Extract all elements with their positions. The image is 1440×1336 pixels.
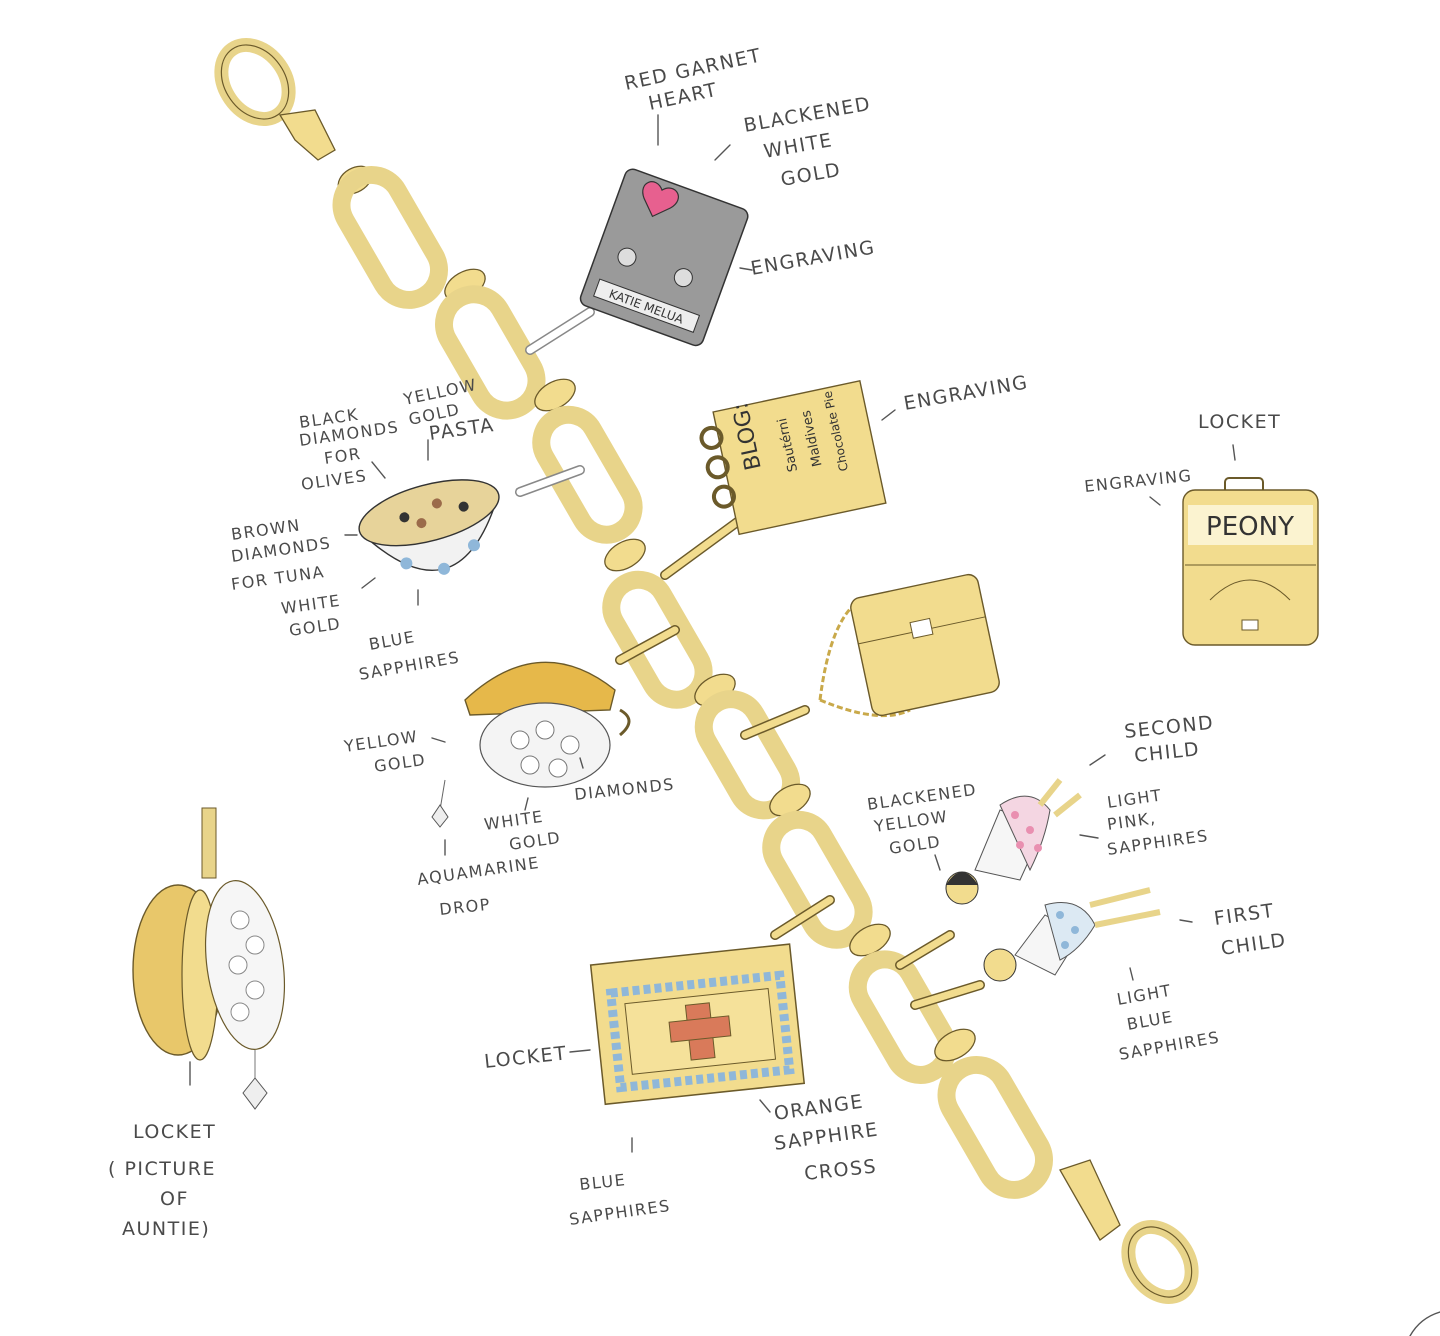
cross-locket	[589, 895, 835, 1106]
quilted-bag-charm	[740, 573, 1000, 740]
top-clasp	[214, 37, 336, 161]
pasta-bowl-charm	[358, 465, 585, 575]
second-child-charm	[895, 778, 1082, 970]
auntie-locket	[132, 807, 286, 1110]
label-light-blue-1: LIGHT	[1115, 981, 1173, 1009]
label-blue-sapphires-bowl-1: BLUE	[367, 627, 417, 654]
label-blackened-yellow-gold-1: BLACKENED	[866, 780, 978, 814]
label-white-gold-bag-1: WHITE	[483, 807, 545, 834]
label-locket-cross: LOCKET	[483, 1042, 568, 1073]
peony-engraving: PEONY	[1206, 512, 1294, 542]
peony-locket: PEONY	[1182, 477, 1319, 646]
label-blackened-white-gold-3: GOLD	[779, 159, 843, 191]
label-aquamarine-drop-2: DROP	[438, 895, 491, 919]
label-engraving-peony: ENGRAVING	[1083, 466, 1193, 496]
label-locket-auntie-4: AUNTIE)	[122, 1218, 210, 1240]
chain-links	[332, 165, 1053, 1199]
label-first-child-2: CHILD	[1220, 929, 1288, 960]
label-locket-peony: LOCKET	[1198, 411, 1281, 433]
bracelet-chain	[214, 37, 1199, 1305]
label-diamonds: DIAMONDS	[573, 775, 675, 804]
label-white-gold-bowl-2: GOLD	[288, 614, 342, 640]
label-orange-sapphire-1: ORANGE	[773, 1091, 866, 1125]
aquamarine-drop-icon	[431, 804, 449, 828]
label-black-diamonds-3: FOR	[323, 444, 363, 468]
label-locket-auntie-2: ( PICTURE	[108, 1158, 216, 1180]
label-blue-sapphires-cross-2: SAPPHIRES	[568, 1196, 672, 1229]
label-light-blue-2: BLUE	[1125, 1007, 1175, 1034]
label-light-pink-2: PINK,	[1106, 808, 1158, 834]
label-locket-auntie-3: OF	[160, 1188, 189, 1210]
label-blackened-white-gold-1: BLACKENED	[742, 93, 873, 137]
clutch-bag-charm	[431, 625, 680, 828]
pear-drop-icon	[242, 1077, 268, 1110]
label-orange-sapphire-2: SAPPHIRE	[773, 1118, 880, 1154]
label-aquamarine-drop-1: AQUAMARINE	[416, 853, 541, 889]
label-locket-auntie-1: LOCKET	[133, 1121, 216, 1143]
label-white-gold-bag-2: GOLD	[508, 828, 562, 854]
label-black-diamonds-4: OLIVES	[300, 466, 368, 494]
label-second-child-2: CHILD	[1133, 738, 1201, 767]
bottom-clasp	[1059, 1159, 1199, 1305]
label-second-child-1: SECOND	[1123, 712, 1215, 743]
label-blackened-white-gold-2: WHITE	[762, 129, 835, 163]
label-engraving-cassette: ENGRAVING	[749, 236, 877, 280]
orange-cross-icon	[668, 1002, 732, 1061]
label-orange-sapphire-3: CROSS	[803, 1155, 878, 1185]
first-child-charm	[910, 887, 1161, 1010]
label-blackened-yellow-gold-3: GOLD	[888, 832, 942, 858]
leader-lines	[189, 114, 1440, 1336]
label-yellow-gold-bag-2: GOLD	[373, 750, 427, 776]
notebook-charm: BLOG: Sautérni Maldives Chocolate Pie	[660, 379, 887, 580]
label-first-child-1: FIRST	[1213, 900, 1276, 930]
label-blue-sapphires-cross-1: BLUE	[578, 1170, 627, 1194]
heart-icon	[642, 181, 679, 218]
cassette-charm: KATIE MELUA	[525, 168, 749, 355]
label-engraving-notebook: ENGRAVING	[902, 371, 1030, 415]
label-brown-diamonds-3: FOR TUNA	[230, 562, 326, 594]
